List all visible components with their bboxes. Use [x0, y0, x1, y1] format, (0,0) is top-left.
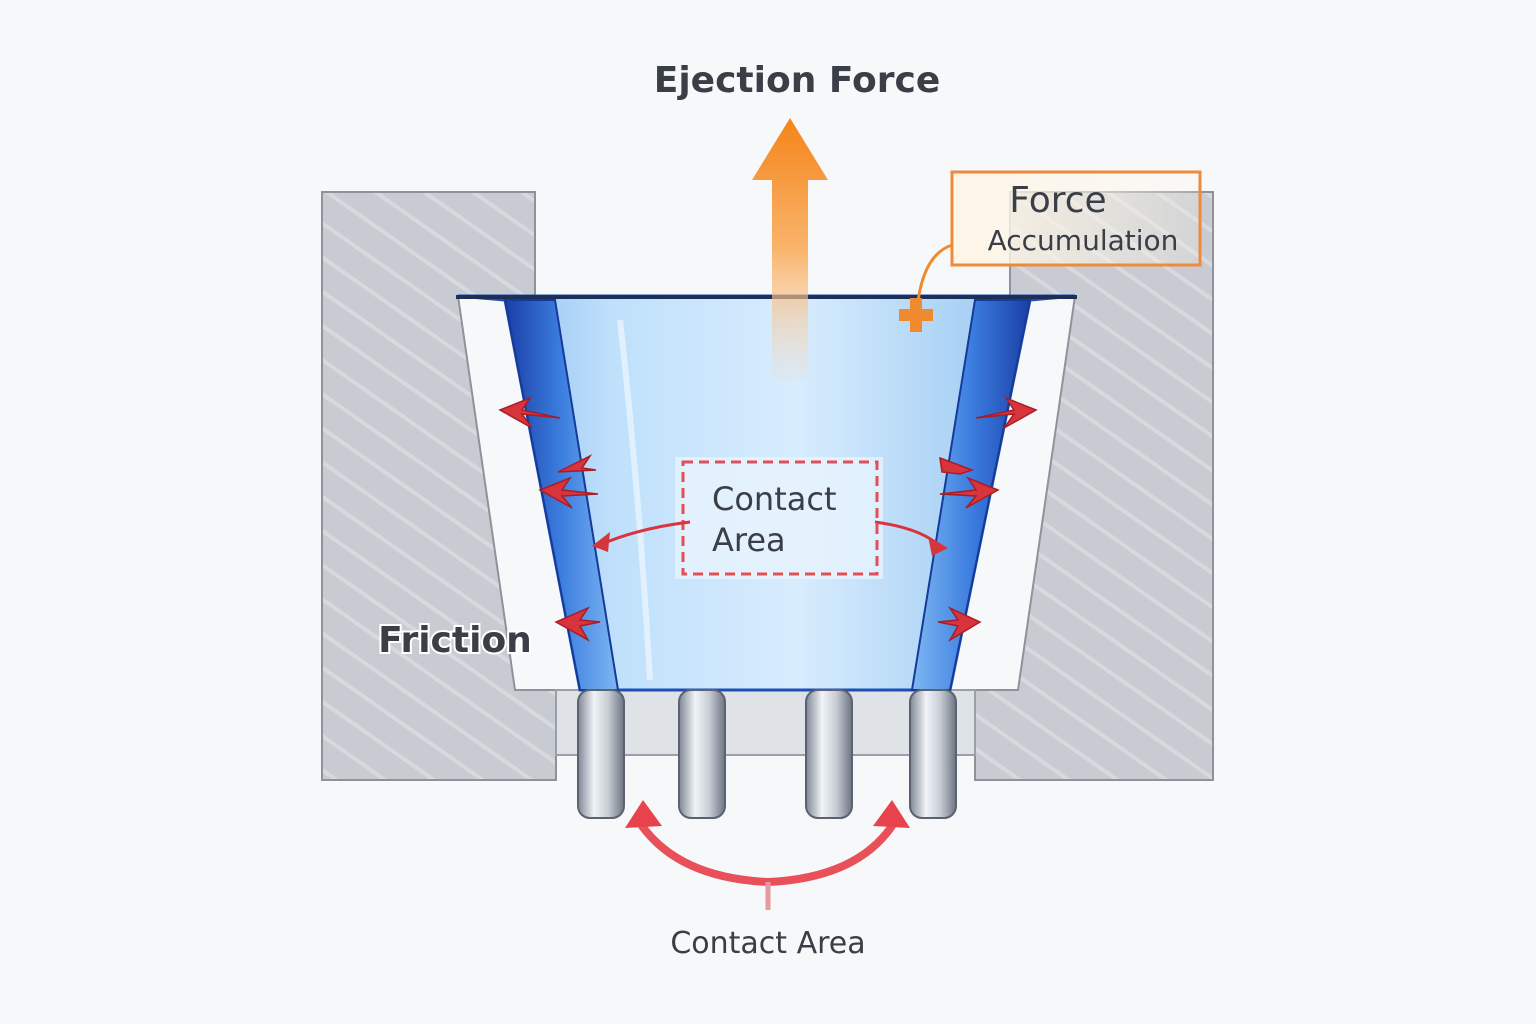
ejection-force-arrow	[752, 118, 828, 380]
ejector-pin-housing	[555, 689, 976, 756]
force-accumulation-label-line1: Force	[1009, 180, 1106, 221]
bottom-arrowhead-left	[625, 800, 662, 828]
friction-arrow	[939, 456, 975, 475]
friction-arrow	[538, 476, 599, 509]
bottom-contact-arrows	[638, 822, 896, 886]
friction-arrow	[937, 606, 982, 643]
ejector-pin	[678, 689, 726, 819]
friction-arrow	[498, 396, 561, 429]
contact-area-center-label-line2: Area	[712, 521, 786, 559]
mold-right-block	[974, 191, 1214, 781]
ejector-pin	[577, 689, 625, 819]
friction-arrow	[975, 396, 1038, 429]
contact-area-box-backdrop	[675, 457, 883, 579]
bottom-arrowhead-right	[873, 800, 910, 828]
friction-arrow	[557, 454, 597, 473]
force-accumulation-label-line2: Accumulation	[988, 224, 1179, 257]
friction-label: Friction	[378, 620, 532, 661]
ejector-pin	[909, 689, 957, 819]
mold-left-block	[321, 191, 557, 781]
ejector-pin	[805, 689, 853, 819]
plus-marker-icon	[899, 298, 933, 332]
ejection-force-label: Ejection Force	[654, 60, 941, 101]
contact-area-center-label-line1: Contact	[712, 480, 837, 518]
ejector-pins	[577, 689, 957, 819]
friction-arrow	[554, 606, 601, 642]
friction-arrow	[939, 476, 1000, 509]
friction-arrows	[498, 396, 1038, 643]
contact-area-bottom-label: Contact Area	[670, 926, 865, 961]
contact-arrowhead-right	[928, 536, 948, 556]
force-accumulation-box	[950, 170, 1202, 267]
contact-arrowhead-left	[592, 532, 610, 552]
contact-area-box	[681, 460, 879, 576]
